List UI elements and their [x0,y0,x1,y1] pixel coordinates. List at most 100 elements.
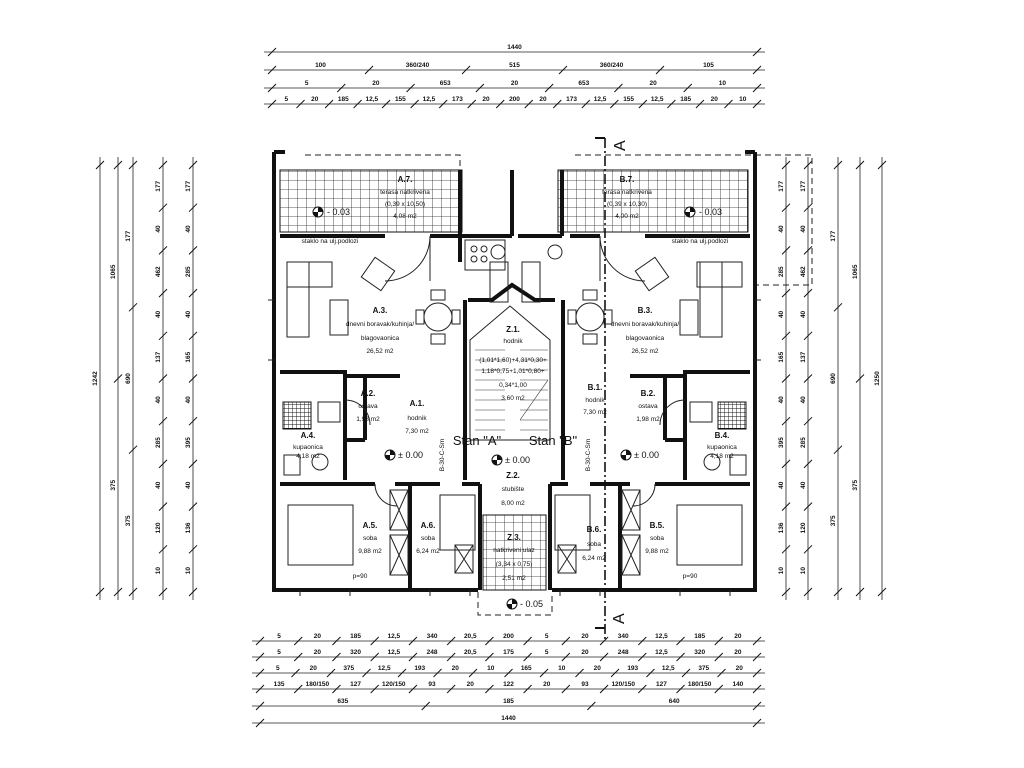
dimension-tick [614,83,623,93]
dimension-tick [353,99,362,109]
dim-bottom-row-4-label: 127 [350,681,361,688]
dim-top-row-4-label: 155 [395,96,406,103]
room-b7-dims: (0,39 x 10,30) [607,201,647,208]
dim-left-col-5-label: 285 [185,266,192,277]
dimension-tick [781,246,791,255]
level-marker-icon [384,449,396,461]
dimension-tick [833,160,843,170]
dim-right-col-4-label: 177 [800,181,807,192]
dim-bottom-row-4-label: 140 [732,681,743,688]
dim-right-col-5-label: 395 [778,437,785,448]
dimension-tick [362,668,371,678]
dim-top-row-3-label: 5 [305,80,309,87]
dimension-tick [877,587,887,597]
room-b1-id: B.1. [588,383,603,392]
dim-top-row-2-label: 100 [315,62,326,69]
dimension-tick [523,684,532,694]
dimension-tick [781,459,791,469]
dimension-tick [599,684,609,694]
room-b2-name: ostava [638,403,658,410]
room-a6-id: A.6. [421,521,436,530]
level-terrace-b: - 0.03 [699,207,722,217]
dim-bottom-row-2-label: 5 [277,649,281,656]
dimension-tick [655,65,665,75]
dimension-tick [158,459,168,469]
level-marker-icon [684,206,696,218]
level-marker-icon [491,454,503,466]
dimension-tick [158,374,168,383]
room-b4-id: B.4. [715,431,730,440]
dimension-tick [504,668,513,678]
dimension-tick [803,203,813,213]
dimension-tick [336,83,346,93]
dim-bottom-row-3-label: 165 [521,665,532,672]
dimension-tick [803,502,813,511]
sill-note-b5: p=90 [683,573,698,580]
dimension-tick [638,99,648,109]
dimension-tick [408,652,418,662]
dimension-tick [637,652,647,662]
dimension-tick [293,652,303,662]
dimension-tick [255,684,265,694]
dim-right-col-5-label: 40 [778,225,785,233]
dimension-tick [438,99,448,109]
dimension-tick [724,99,733,109]
dim-top-row-4-label: 10 [739,96,747,103]
level-terrace-a: - 0.03 [327,207,350,217]
room-b6-name: soba [587,541,601,548]
dim-bottom-row-1-label: 5 [277,633,281,640]
dim-bottom-row-5-label: 640 [669,698,680,705]
room-b3-id: B.3. [638,306,653,315]
dim-left-col-1-label: 1242 [92,371,99,386]
dimension-tick [752,99,762,109]
dimension-tick [158,544,168,554]
dim-right-col-5-label: 177 [778,181,785,192]
dimension-tick [561,636,571,646]
room-a6-area: 6,24 m2 [416,548,440,555]
dimension-tick [408,684,418,694]
dim-bottom-row-6-label: 1440 [501,715,516,722]
dim-right-col-4-label: 40 [800,310,807,318]
dimension-tick [158,331,168,341]
dim-right-col-4-label: 40 [800,396,807,404]
dimension-tick [803,459,813,469]
dim-right-col-1-label: 1250 [874,371,881,386]
level-marker-icon [506,598,518,610]
dim-left-col-4-label: 177 [155,181,162,192]
dimension-tick [255,718,265,728]
room-b6-area: 6,24 m2 [582,555,606,562]
dimension-tick [406,83,415,93]
dim-right-col-4-label: 462 [800,266,807,277]
dimension-tick [803,160,813,170]
dimension-tick [158,416,168,426]
dim-right-col-5-label: 136 [778,522,785,533]
dim-right-col-2-label: 1065 [852,264,859,279]
dim-right-col-5-label: 40 [778,310,785,318]
dimension-tick [524,99,534,109]
dimension-tick [803,374,813,383]
dim-left-col-3-label: 177 [125,230,132,241]
dimension-tick [421,701,431,711]
dim-top-row-4-label: 185 [338,96,349,103]
dim-left-col-4-label: 40 [155,310,162,318]
dimension-tick [255,668,265,678]
dim-bottom-row-4-label: 20 [543,681,551,688]
room-b5-id: B.5. [650,521,665,530]
room-b6-id: B.6. [587,525,602,534]
unit-b-label: Stan "B" [529,433,578,448]
dimension-tick [752,701,762,711]
dim-top-row-4-label: 173 [452,96,463,103]
dimension-tick [158,246,168,255]
dimension-tick [326,668,336,678]
room-b4-name: kupaonica [707,444,737,451]
sill-note-a5: p=90 [353,573,368,580]
dimension-tick [158,502,168,511]
dim-left-col-5-label: 395 [185,437,192,448]
dim-bottom-row-2-label: 12,5 [387,649,400,656]
dimension-tick [752,65,762,75]
dimension-tick [397,668,407,678]
dim-top-row-3-label: 653 [440,80,451,87]
dimension-tick [676,684,685,694]
dim-top-row-4-label: 200 [509,96,520,103]
dimension-tick [364,65,374,75]
